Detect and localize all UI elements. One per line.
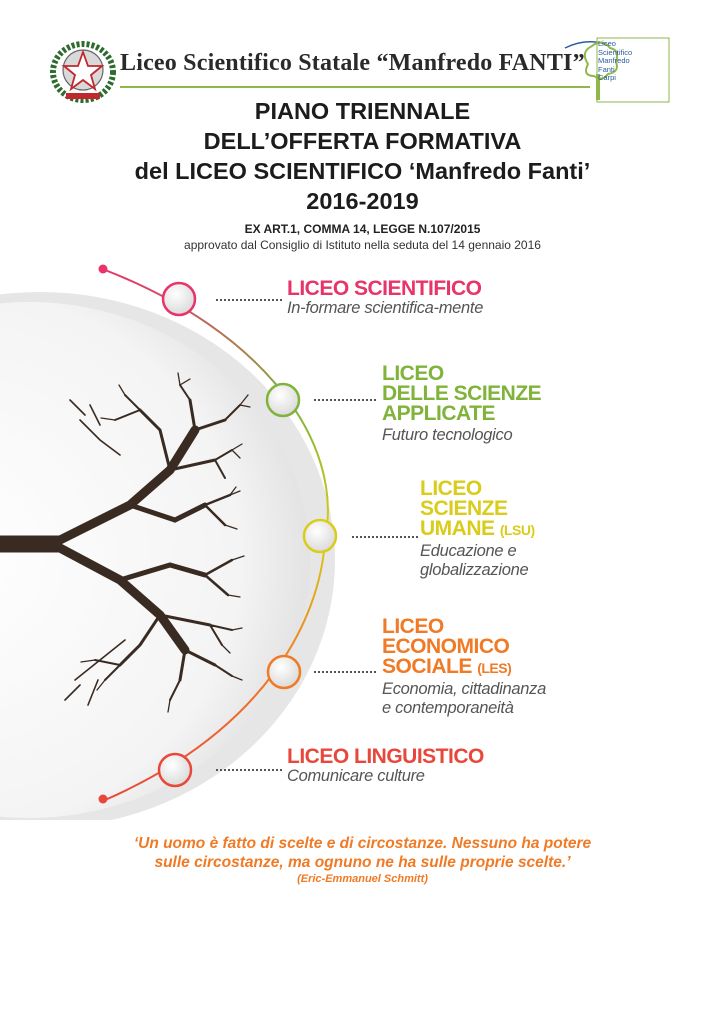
logo-line: Liceo: [598, 39, 616, 48]
node-liceo-economico-sociale: [266, 654, 378, 690]
program-title: LICEO LINGUISTICO: [287, 745, 484, 768]
shadow-disc: [0, 292, 335, 820]
program-title: DELLE SCIENZE: [382, 382, 542, 405]
header-rule: [120, 86, 590, 88]
program-title: LICEO: [420, 477, 482, 500]
arc-end-dots: [98, 264, 108, 804]
program-title: LICEO SCIENTIFICO: [287, 277, 482, 300]
title-line-2: DELL’OFFERTA FORMATIVA: [203, 128, 522, 154]
program-title: LICEO: [382, 615, 444, 638]
program-liceo-scientifico: LICEO SCIENTIFICO In-formare scientifica…: [287, 277, 484, 318]
quote-block: ‘Un uomo è fatto di scelte e di circosta…: [0, 834, 725, 886]
program-title: UMANE: [420, 517, 495, 540]
subtitle: EX ART.1, COMMA 14, LEGGE N.107/2015: [244, 222, 481, 236]
logo-text: Liceo Scientifico Manfredo Fanti Carpi: [598, 39, 668, 83]
logo-line: Scientifico: [598, 47, 633, 57]
program-tag: (LES): [477, 660, 512, 676]
node-liceo-linguistico: [157, 752, 284, 788]
program-title: APPLICATE: [382, 402, 495, 425]
title-line-3: del LICEO SCIENTIFICO ‘Manfredo Fanti’: [134, 158, 591, 184]
logo-line: Fanti: [598, 64, 615, 74]
tree-logo-icon: [564, 37, 670, 103]
program-liceo-scienze-umane: LICEO SCIENZE UMANE (LSU) Educazione e g…: [420, 477, 535, 580]
program-subtitle: e contemporaneità: [382, 699, 514, 717]
quote-line-2: sulle circostanze, ma ognuno ne ha sulle…: [154, 854, 571, 871]
node-liceo-scienze-applicate: [265, 382, 378, 418]
italian-republic-emblem-icon: [50, 41, 116, 103]
program-liceo-linguistico: LICEO LINGUISTICO Comunicare culture: [287, 745, 484, 786]
node-liceo-scientifico: [161, 281, 284, 317]
tree-icon: [0, 372, 251, 713]
connector-nodes: [157, 281, 418, 788]
approval-note: approvato dal Consiglio di Istituto nell…: [184, 238, 541, 252]
quote-line-1: ‘Un uomo è fatto di scelte e di circosta…: [133, 835, 592, 852]
logo-line: Manfredo: [598, 56, 630, 66]
program-subtitle: In-formare scientifica-mente: [287, 299, 484, 317]
program-subtitle: Economia, cittadinanza: [382, 680, 546, 698]
program-subtitle: Educazione e: [420, 542, 517, 560]
program-title: LICEO: [382, 362, 444, 385]
program-subtitle: globalizzazione: [420, 561, 529, 579]
program-title: SCIENZE: [420, 497, 508, 520]
node-liceo-scienze-umane: [302, 518, 418, 554]
infographic: [0, 264, 418, 820]
program-subtitle: Comunicare culture: [287, 767, 425, 785]
program-liceo-economico-sociale: LICEO ECONOMICO SOCIALE (LES) Economia, …: [382, 615, 546, 718]
program-subtitle: Futuro tecnologico: [382, 426, 513, 444]
title-line-1: PIANO TRIENNALE: [254, 98, 471, 124]
page-title: PIANO TRIENNALE DELL’OFFERTA FORMATIVA d…: [0, 96, 725, 216]
logo-line: Carpi: [598, 73, 616, 83]
school-name: Liceo Scientifico Statale “Manfredo FANT…: [120, 50, 585, 76]
program-liceo-scienze-applicate: LICEO DELLE SCIENZE APPLICATE Futuro tec…: [382, 362, 542, 445]
quote-author: (Eric-Emmanuel Schmitt): [297, 873, 428, 885]
title-line-4: 2016-2019: [306, 188, 419, 214]
program-title: ECONOMICO: [382, 635, 510, 658]
program-title: SOCIALE: [382, 655, 472, 678]
program-tag: (LSU): [499, 522, 535, 538]
